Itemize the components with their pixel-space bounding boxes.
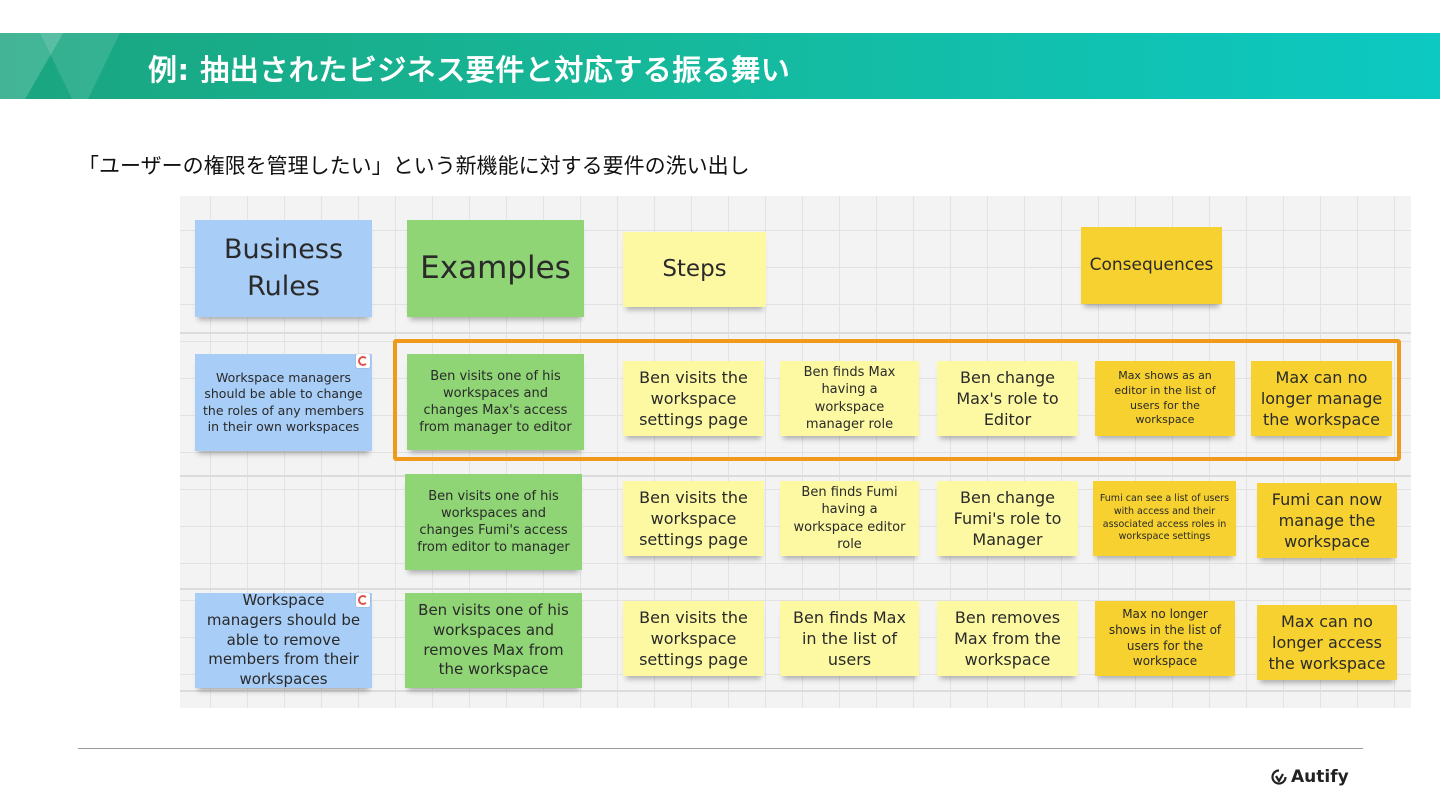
highlight-frame xyxy=(393,339,1401,461)
consequence-note[interactable]: Max shows as an editor in the list of us… xyxy=(1095,361,1235,436)
title-banner: 例: 抽出されたビジネス要件と対応する振る舞い xyxy=(0,33,1440,99)
header-note-steps[interactable]: Steps xyxy=(623,232,766,307)
example-note[interactable]: Ben visits one of his workspaces and cha… xyxy=(407,354,584,450)
comment-badge-icon[interactable] xyxy=(356,354,370,368)
step-note[interactable]: Ben finds Max in the list of users xyxy=(780,601,919,676)
row-divider xyxy=(180,690,1411,692)
consequence-note[interactable]: Max no longer shows in the list of users… xyxy=(1095,601,1235,676)
step-note[interactable]: Ben finds Fumi having a workspace editor… xyxy=(780,481,919,556)
step-note[interactable]: Ben visits the workspace settings page xyxy=(623,481,764,556)
row-divider xyxy=(180,588,1411,590)
consequence-note[interactable]: Fumi can see a list of users with access… xyxy=(1093,481,1236,556)
page-subtitle: 「ユーザーの権限を管理したい」という新機能に対する要件の洗い出し xyxy=(78,154,750,178)
consequence-note[interactable]: Fumi can now manage the workspace xyxy=(1257,483,1397,558)
consequence-note[interactable]: Max can no longer access the workspace xyxy=(1257,605,1397,680)
header-note-examples[interactable]: Examples xyxy=(407,220,584,317)
step-note[interactable]: Ben visits the workspace settings page xyxy=(623,361,764,436)
header-note-consequences[interactable]: Consequences xyxy=(1081,227,1222,304)
step-note[interactable]: Ben change Fumi's role to Manager xyxy=(937,481,1078,556)
footer-divider xyxy=(78,748,1363,749)
step-note[interactable]: Ben visits the workspace settings page xyxy=(623,601,764,676)
step-note[interactable]: Ben change Max's role to Editor xyxy=(937,361,1078,436)
banner-decoration xyxy=(0,33,120,99)
business-rule-note[interactable]: Workspace managers should be able to cha… xyxy=(195,354,372,451)
autify-logo-icon xyxy=(1271,769,1287,785)
page-title: 例: 抽出されたビジネス要件と対応する振る舞い xyxy=(148,53,791,87)
row-divider xyxy=(180,475,1411,477)
header-note-business-rules[interactable]: Business Rules xyxy=(195,220,372,317)
business-rule-note[interactable]: Workspace managers should be able to rem… xyxy=(195,591,372,688)
comment-badge-icon[interactable] xyxy=(356,593,370,607)
consequence-note[interactable]: Max can no longer manage the workspace xyxy=(1251,361,1392,436)
brand-logo: Autify xyxy=(1271,767,1349,787)
example-note[interactable]: Ben visits one of his workspaces and rem… xyxy=(405,593,582,688)
row-divider xyxy=(180,332,1411,334)
example-mapping-board: Business Rules Examples Steps Consequenc… xyxy=(180,196,1411,708)
step-note[interactable]: Ben removes Max from the workspace xyxy=(937,601,1078,676)
example-note[interactable]: Ben visits one of his workspaces and cha… xyxy=(405,474,582,570)
step-note[interactable]: Ben finds Max having a workspace manager… xyxy=(780,361,919,436)
logo-text: Autify xyxy=(1291,767,1349,787)
